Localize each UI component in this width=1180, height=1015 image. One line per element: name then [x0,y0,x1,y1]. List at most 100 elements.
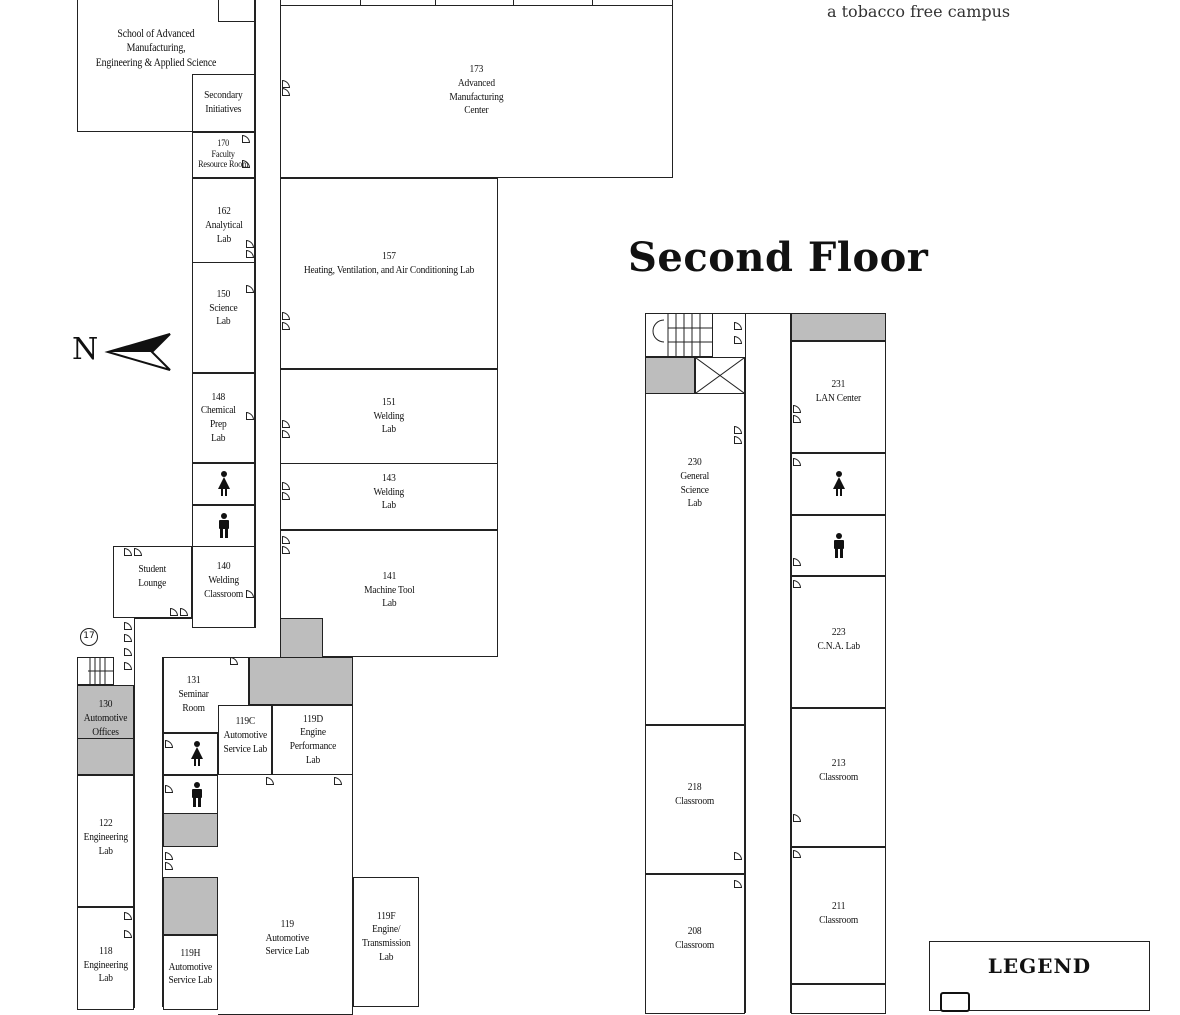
divider [360,0,361,6]
room-bottom-right [791,984,886,1014]
room-173: 173 Advanced Manufacturing Center [280,5,673,178]
restroom-women-1f [192,463,255,505]
men-restroom-icon [218,513,229,538]
floor-title: Second Floor [628,234,929,281]
north-arrow-icon [104,333,171,371]
room-label: Student Lounge [138,563,167,589]
room-label: 119D Engine Performance Lab [289,712,336,766]
room-small-top [218,0,255,22]
door [124,648,132,656]
room-208: 208 Classroom [645,874,745,1014]
restroom-men-1f-b [163,775,218,815]
door [734,322,742,330]
service-area [645,357,695,394]
room-label: Secondary Initiatives [204,89,243,115]
legend-title: LEGEND [987,954,1092,978]
room-label: 230 General Science Lab [680,456,710,510]
women-restroom-icon [217,471,230,496]
divider [513,0,514,6]
room-label: 140 Welding Classroom [204,560,243,600]
corridor-wall [255,0,257,628]
room-label: 213 Classroom [819,756,858,783]
room-label: 119C Automotive Service Lab [223,715,267,755]
room-label: 173 Advanced Manufacturing Center [449,63,504,117]
room-label: 118 Engineering Lab [83,944,128,985]
room-223: 223 C.N.A. Lab [791,576,886,708]
legend-icon-row [940,992,970,1012]
door [165,862,173,870]
elevator-icon [695,357,745,394]
restroom-women-2f [791,453,886,515]
door [124,662,132,670]
room-label: 170 Faculty Resource Room [198,138,249,171]
room-218: 218 Classroom [645,725,745,874]
restroom-men-1f [192,505,255,547]
room-150: 150 Science Lab [192,262,255,373]
room-130: 130 Automotive Offices [77,685,134,775]
room-157: 157 Heating, Ventilation, and Air Condit… [280,178,498,369]
room-label: 211 Classroom [819,899,858,926]
legend-box: LEGEND [929,941,1150,1012]
room-162: 162 Analytical Lab [192,178,255,273]
restroom-women-1f-b [163,733,218,775]
corridor-wall [134,618,136,1008]
room-119h: 119H Automotive Service Lab [163,935,218,1010]
room-label: 119F Engine/ Transmission Lab [361,909,411,963]
corridor-wall [745,313,747,1013]
room-label: 119 Automotive Service Lab [265,917,309,958]
men-restroom-icon [833,532,844,558]
room-label: 151 Welding Lab [373,395,405,436]
room-122: 122 Engineering Lab [77,775,134,907]
room-label: 143 Welding Lab [373,471,405,512]
service-area [163,813,218,847]
room-119f: 119F Engine/ Transmission Lab [353,877,419,1007]
corridor-wall [790,313,792,1013]
room-label: 231 LAN Center [815,378,862,404]
room-213: 213 Classroom [791,708,886,847]
service-area [791,313,886,341]
elevator-2f [695,357,745,394]
room-label: 223 C.N.A. Lab [817,626,860,652]
stairwell-1f [77,657,114,685]
campus-tagline: a tobacco free campus [827,2,1011,21]
room-label: 130 Automotive Offices [83,698,128,738]
women-restroom-icon [832,471,845,496]
corridor-wall [162,657,164,1007]
room-label: School of Advanced Manufacturing, Engine… [95,28,217,69]
room-label: 148 Chemical Prep Lab [201,390,236,444]
room-119d: 119D Engine Performance Lab [272,705,353,775]
corridor-wall [134,618,192,620]
room-label: 218 Classroom [675,780,715,807]
men-restroom-icon [191,782,202,807]
women-restroom-icon [190,741,203,766]
room-143: 143 Welding Lab [280,463,498,530]
room-170: 170 Faculty Resource Room [192,132,255,178]
room-119: 119 Automotive Service Lab [218,775,353,1015]
room-118: 118 Engineering Lab [77,907,134,1010]
service-area [249,657,353,705]
door [165,852,173,860]
corridor-wall [745,313,791,315]
room-148: 148 Chemical Prep Lab [192,373,255,463]
divider [435,0,436,6]
stairs-icon [652,314,712,356]
door [124,634,132,642]
room-secondary-initiatives: Secondary Initiatives [192,74,255,132]
room-231: 231 LAN Center [791,341,886,453]
room-label: 119H Automotive Service Lab [168,946,213,987]
room-school-office: School of Advanced Manufacturing, Engine… [77,0,255,132]
room-230: 230 General Science Lab [645,393,745,725]
room-label: 150 Science Lab [209,287,238,328]
room-label: 157 Heating, Ventilation, and Air Condit… [303,249,475,276]
room-label: 122 Engineering Lab [83,817,128,857]
restroom-men-2f [791,515,886,576]
room-211: 211 Classroom [791,847,886,984]
door [124,622,132,630]
service-area [280,618,323,658]
room-label: 131 Seminar Room [178,674,209,714]
stairwell-2f [645,313,713,357]
service-area [163,877,218,935]
north-label: N [72,332,99,367]
stairs-icon [88,658,113,684]
door [734,336,742,344]
